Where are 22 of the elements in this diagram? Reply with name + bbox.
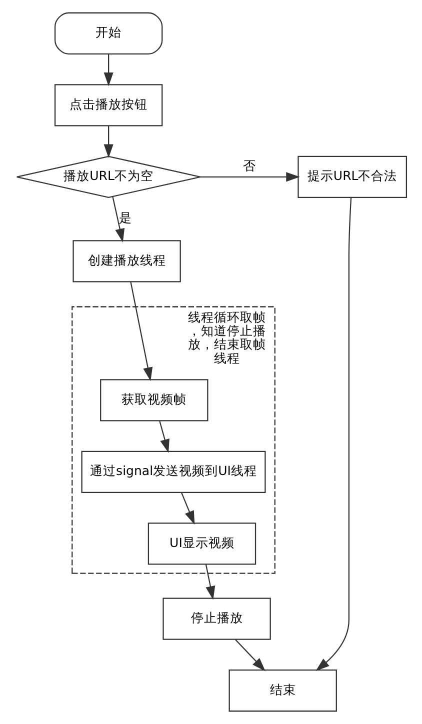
node-box: 获取视频帧 [100,379,208,422]
arrow [103,126,113,158]
arrow [103,54,113,86]
node-box: 提示URL不合法 [297,156,407,198]
arrow [158,420,169,453]
arrow [112,196,124,242]
node-box: 通过signal发送视频到UI线程 [80,450,266,493]
arrow [234,639,265,672]
arrow [200,172,300,182]
arrow [204,564,215,600]
arrow [130,282,152,382]
node-box: UI显示视频 [147,522,256,565]
node-box: 停止播放 [162,598,270,640]
edge-label: 否 [242,158,256,173]
edge-label: 是 [118,210,132,226]
node-box: 结束 [228,670,336,712]
arrow [180,492,194,525]
node-box: 点击播放按钮 [54,84,162,126]
arrow [315,198,352,671]
node-box: 创建播放线程 [72,240,180,282]
node-box: 开始 [54,12,162,54]
node-diamond: 播放URL不为空 [16,156,200,198]
